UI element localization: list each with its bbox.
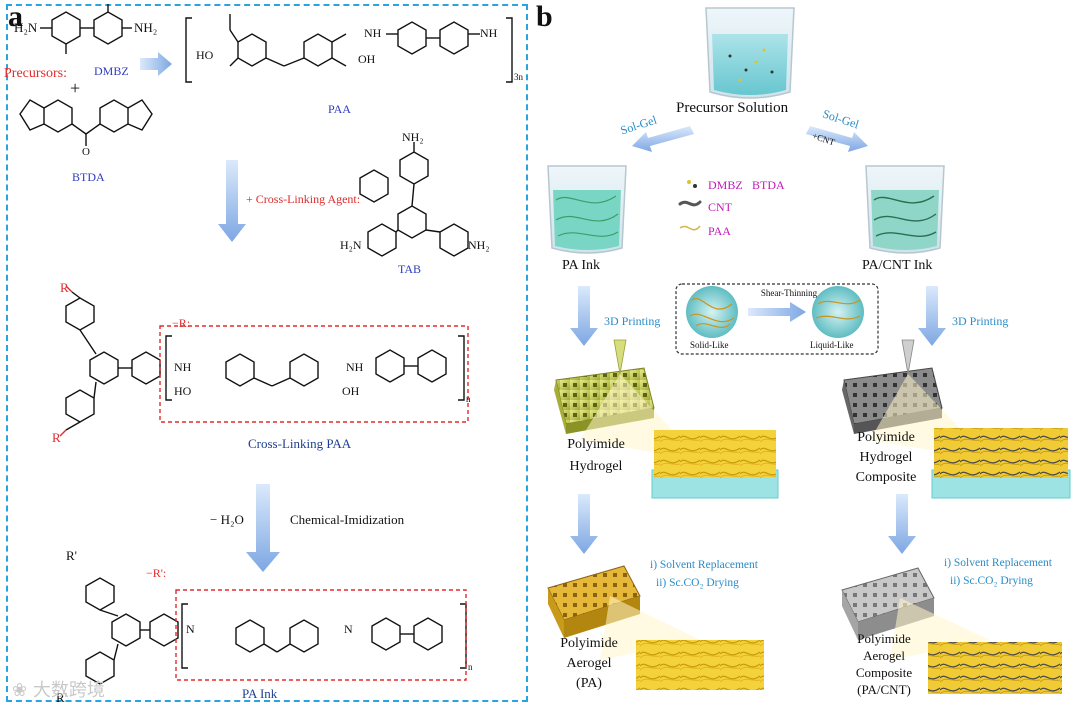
pa-n-subscript: n [468,662,473,672]
hydrogel-zoom-left [651,430,779,499]
aerogel-right-label: Polyimide Aerogel Composite (PA/CNT) [855,631,913,697]
arrow-dmbz-to-paa [140,52,172,76]
arrow-solgel-left [632,126,694,152]
solid-like-label: Solid-Like [690,340,729,350]
hydrogel-zoom-right [931,428,1071,499]
cross-linking-paa-label: Cross-Linking PAA [248,436,352,451]
r-prime-top: R' [66,548,78,563]
r-prime-bottom: R' [56,690,68,705]
chemical-imidization-label: Chemical-Imidization [290,512,405,527]
paa-oh: OH [358,52,376,66]
pa-ink-label-a: PA Ink [242,686,278,701]
pa-n-right: N [344,622,353,636]
cl-oh: OH [342,384,360,398]
crosslink-agent-label: + Cross-Linking Agent: [246,192,361,206]
cl-nh: NH [174,360,192,374]
printing-left-label: 3D Printing [604,314,661,328]
hydrogel-right-label: Polyimide Hydrogel Composite [855,430,917,485]
paa-ho: HO [196,48,214,62]
precursors-label: Precursors: [4,66,67,81]
tab-h2n-left: H₂N [340,238,362,252]
watermark-logo-icon: ❀ [12,680,28,701]
btda-label: BTDA [72,170,105,184]
arrow-print-left [570,286,598,346]
dmbz-ring-1 [51,11,81,45]
cl-ho: HO [174,384,192,398]
legend-btda: BTDA [752,178,785,192]
legend-cnt: CNT [708,200,732,214]
paa-label: PAA [328,102,351,116]
btda-o-keto: O [82,146,90,158]
panel-a-letter: a [8,0,23,33]
steps-left: i) Solvent Replacement ii) Sc.CO₂ Drying [650,559,758,589]
arrow-solgel-right [806,126,868,152]
r-prime-bond: −R': [146,566,167,580]
cl-n-subscript: n [466,394,471,404]
tab-nh2-right: NH₂ [468,238,490,252]
aerogel-zoom-right [928,642,1062,694]
liquid-like-label: Liquid-Like [810,340,854,350]
aerogel-left-label: Polyimide Aerogel (PA) [560,636,618,691]
watermark: ❀ 大数跨境 [12,680,105,701]
pa-ink-dashed-box [175,589,467,681]
water-loss: − H₂O [210,512,244,527]
r-top: R [60,280,69,295]
tab-label: TAB [398,262,422,276]
r-bottom: R [52,430,61,445]
hydrogel-left-label: Polyimide Hydrogel [567,437,625,474]
panel-a-frame [6,4,528,702]
printing-right-label: 3D Printing [952,314,1009,328]
paa-subscript: 3n [514,72,523,82]
legend-dmbz: DMBZ [708,178,743,192]
panel-a-structures [19,4,513,685]
pa-ink-label-b: PA Ink [562,258,601,273]
liquid-like-bubble [812,286,864,338]
arrow-aerogel-right [888,494,916,554]
solid-like-bubble [686,286,738,338]
paa-nh: NH [364,26,382,40]
beaker-pa-cnt-ink [865,165,945,254]
dmbz-nh2: NH₂ [134,20,158,35]
arrow-print-right [918,286,946,346]
pa-n-left: N [186,622,195,636]
beaker-precursor [705,7,795,99]
beaker-pa-ink [547,165,627,254]
aerogel-zoom-left [636,640,764,690]
arrow-crosslink-to-ink [246,484,280,572]
dmbz-h2n: H₂N [14,20,38,35]
pa-cnt-ink-label: PA/CNT Ink [862,258,933,273]
steps-right: i) Solvent Replacement ii) Sc.CO₂ Drying [944,557,1052,587]
cl-nh-right: NH [346,360,364,374]
tab-nh2-top: NH₂ [402,130,424,144]
arrow-paa-to-crosslink [218,160,246,242]
r-bond-label: −R: [172,316,191,330]
legend-paa: PAA [708,224,731,238]
precursor-solution-label: Precursor Solution [676,100,789,116]
dmbz-label: DMBZ [94,64,129,78]
shear-thinning-label: Shear-Thinning [760,288,818,298]
crosslink-dashed-box [159,325,469,423]
panel-b-letter: b [536,0,553,33]
paa-hn: NH [480,26,498,40]
arrow-aerogel-left [570,494,598,554]
plus-sign: + [70,78,81,98]
